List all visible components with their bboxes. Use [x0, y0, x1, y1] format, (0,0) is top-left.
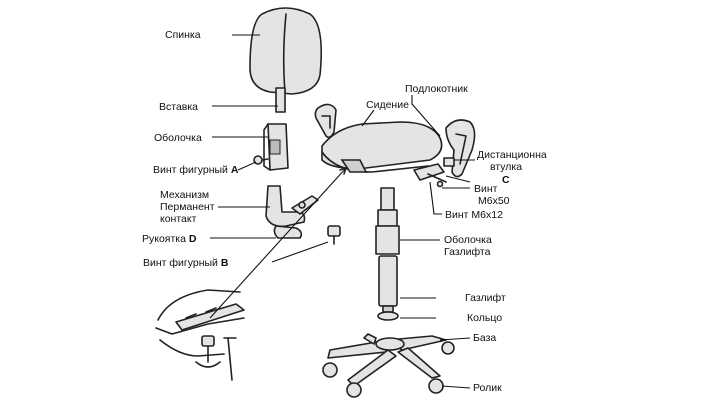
label-gaslift-sleeve-1: Оболочка [444, 234, 492, 246]
base-part [327, 333, 447, 387]
label-figured-screw-b: Винт фигурный B [143, 257, 229, 269]
spacer-bushing-part [443, 157, 455, 167]
caster-part [322, 341, 455, 398]
label-caster: Ролик [473, 382, 502, 394]
leader-lines [210, 34, 475, 389]
label-mechanism-3: контакт [160, 213, 197, 225]
label-armrest: Подлокотник [405, 83, 468, 95]
label-insert: Вставка [159, 101, 198, 113]
gaslift-part [378, 255, 398, 313]
label-mechanism-1: Механизм [160, 189, 209, 201]
figured-screw-a-part [253, 155, 269, 165]
label-spacer-bushing-2: втулка [490, 161, 522, 173]
label-letter-c: C [502, 174, 510, 186]
label-shell: Оболочка [154, 132, 202, 144]
figured-screw-b-part [327, 225, 341, 245]
label-mechanism-2: Перманент [160, 201, 215, 213]
armrest-right-part [445, 119, 476, 178]
label-screw-m6x50-1: Винт [474, 183, 498, 195]
assembly-arrow [209, 167, 347, 319]
backrest-insert-part [275, 87, 286, 113]
label-base: База [473, 332, 496, 344]
label-backrest: Спинка [165, 29, 201, 41]
armrest-left-part [314, 103, 337, 139]
label-gaslift: Газлифт [465, 292, 506, 304]
gaslift-sleeve-part [375, 187, 400, 255]
label-ring: Кольцо [467, 312, 502, 324]
label-screw-m6x12: Винт М6x12 [445, 209, 503, 221]
backrest-part [249, 7, 323, 95]
label-screw-m6x50-2: М6x50 [478, 195, 510, 207]
armrest-bracket-part [413, 163, 447, 188]
label-figured-screw-a: Винт фигурный A [153, 164, 239, 176]
label-gaslift-sleeve-2: Газлифта [444, 246, 491, 258]
back-shell-part [263, 123, 289, 171]
detail-inset [155, 289, 245, 381]
seat-part [321, 121, 443, 173]
label-handle-d: Рукоятка D [142, 233, 197, 245]
label-spacer-bushing-1: Дистанционна [477, 149, 547, 161]
label-seat: Сидение [366, 99, 409, 111]
mechanism-part [265, 185, 319, 228]
ring-part [377, 311, 399, 321]
